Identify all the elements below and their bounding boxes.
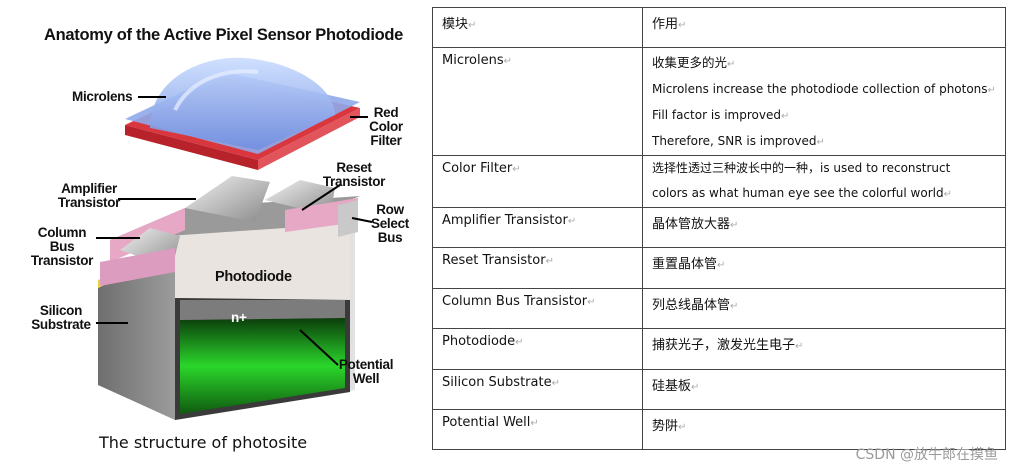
microlens: [150, 57, 335, 150]
row-desc: 选择性透过三种波长中的一种，is used to reconstruct col…: [642, 155, 1006, 208]
header-function: 作用↵: [642, 7, 1006, 48]
table-row: Column Bus Transistor↵ 列总线晶体管↵: [432, 288, 1006, 329]
n-plus-region: [180, 300, 345, 320]
row-desc: 硅基板↵: [642, 369, 1006, 410]
row-name: Amplifier Transistor↵: [432, 207, 643, 248]
table-row: Microlens↵ 收集更多的光↵ Microlens increase th…: [432, 47, 1006, 156]
label-column-bus-transistor: Column Bus Transistor: [30, 225, 94, 268]
table-row: Silicon Substrate↵ 硅基板↵: [432, 369, 1006, 410]
transistor-layer: [100, 176, 360, 286]
row-name: Microlens↵: [432, 47, 643, 156]
row-desc: 捕获光子，激发光生电子↵: [642, 328, 1006, 370]
row-desc: 收集更多的光↵ Microlens increase the photodiod…: [642, 47, 1006, 156]
figure-title: Anatomy of the Active Pixel Sensor Photo…: [44, 26, 404, 44]
row-desc: 重置晶体管↵: [642, 247, 1006, 289]
header-module: 模块↵: [432, 7, 643, 48]
row-name: Photodiode↵: [432, 328, 643, 370]
row-name: Reset Transistor↵: [432, 247, 643, 289]
table-row: Amplifier Transistor↵ 晶体管放大器↵: [432, 207, 1006, 248]
row-name: Potential Well↵: [432, 409, 643, 450]
table-row: Potential Well↵ 势阱↵: [432, 409, 1006, 450]
label-potential-well: Potential Well: [338, 357, 394, 386]
label-n-plus: n+: [231, 310, 247, 325]
module-function-table: 模块↵ 作用↵ Microlens↵ 收集更多的光↵ Microlens inc…: [432, 7, 1006, 450]
row-select-bus: [338, 200, 358, 237]
label-red-color-filter: Red Color Filter: [369, 105, 403, 148]
photodiode-illustration: [96, 57, 373, 420]
label-amplifier-transistor: Amplifier Transistor: [57, 181, 121, 210]
table-row: Color Filter↵ 选择性透过三种波长中的一种，is used to r…: [432, 155, 1006, 208]
label-photodiode: Photodiode: [215, 269, 292, 285]
row-desc: 势阱↵: [642, 409, 1006, 450]
table-row: Reset Transistor↵ 重置晶体管↵: [432, 247, 1006, 289]
table-row: Photodiode↵ 捕获光子，激发光生电子↵: [432, 328, 1006, 370]
label-row-select-bus: Row Select Bus: [371, 202, 409, 245]
silicon-substrate: [98, 252, 175, 420]
microlens-filter-layer: [125, 57, 360, 170]
leader-lines: [96, 96, 373, 366]
row-name: Silicon Substrate↵: [432, 369, 643, 410]
watermark: CSDN @放牛郎在摸鱼: [855, 447, 998, 463]
photosite-figure: Anatomy of the Active Pixel Sensor Photo…: [0, 0, 430, 472]
label-microlens: Microlens: [72, 89, 133, 104]
table-header-row: 模块↵ 作用↵: [432, 7, 1006, 48]
row-desc: 列总线晶体管↵: [642, 288, 1006, 329]
row-name: Column Bus Transistor↵: [432, 288, 643, 329]
figure-caption: The structure of photosite: [99, 433, 308, 452]
label-silicon-substrate: Silicon Substrate: [31, 303, 91, 332]
potential-well: [180, 318, 345, 414]
row-desc: 晶体管放大器↵: [642, 207, 1006, 248]
row-name: Color Filter↵: [432, 155, 643, 208]
amplifier-transistor: [185, 176, 270, 222]
label-reset-transistor: Reset Transistor: [322, 160, 386, 189]
